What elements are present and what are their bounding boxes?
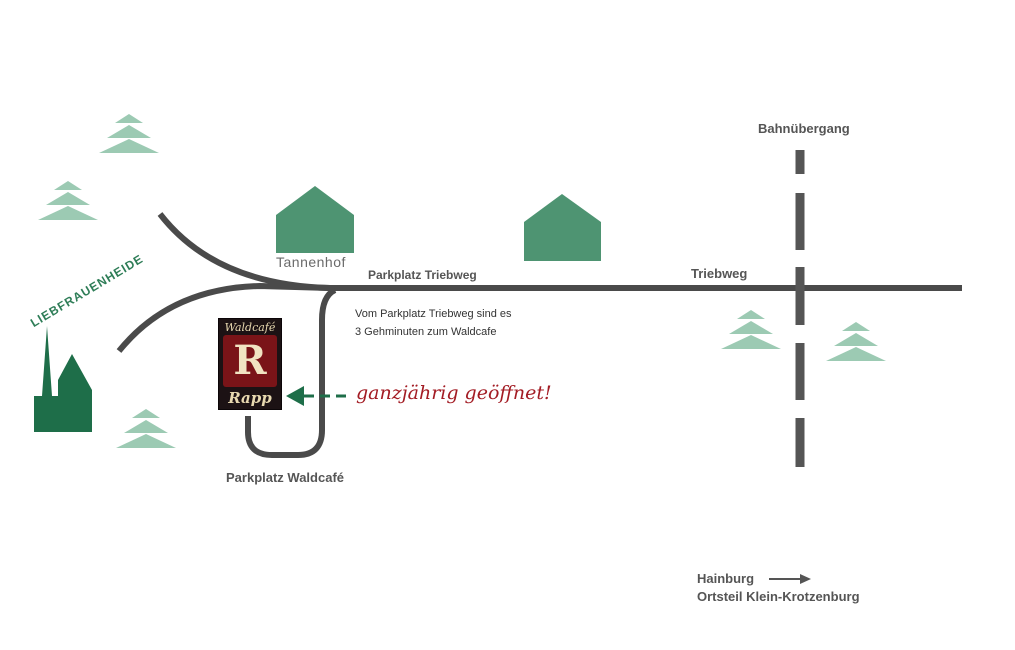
label-hainburg: Hainburg (697, 571, 755, 586)
tree-icon (116, 409, 176, 448)
tree-icon (721, 310, 781, 349)
road-liebfrauenheide (116, 282, 331, 353)
road-parkplatz-waldcafe (245, 287, 337, 458)
label-triebweg: Triebweg (691, 266, 748, 281)
house-icon (276, 186, 354, 253)
house-icon (524, 194, 601, 261)
waldcafe-rapp-logo: Waldcafé R Rapp (218, 318, 282, 410)
label-ortsteil: Ortsteil Klein-Krotzenburg (697, 589, 860, 604)
label-tannenhof: Tannenhof (276, 254, 346, 270)
label-parkplatz-triebweg: Parkplatz Triebweg (368, 268, 477, 282)
arrow-right-icon (769, 574, 811, 584)
logo-top-text: Waldcafé (224, 321, 276, 334)
label-parkplatz-waldcafe: Parkplatz Waldcafé (226, 470, 345, 485)
walk-note-line2: 3 Gehminuten zum Waldcafe (355, 326, 497, 338)
tree-icon (38, 181, 98, 220)
logo-bottom-text: Rapp (228, 389, 272, 407)
tree-icon (826, 322, 886, 361)
logo-letter: R (233, 337, 267, 384)
tree-icon (99, 114, 159, 153)
label-bahnuebergang: Bahnübergang (758, 121, 850, 136)
roads (116, 212, 962, 458)
walk-note-line1: Vom Parkplatz Triebweg sind es (355, 308, 512, 320)
church-icon (34, 326, 92, 432)
logo-letter-box: R (223, 335, 277, 387)
label-open-all-year: ganzjährig geöffnet! (356, 382, 552, 404)
arrow-left-icon (286, 386, 346, 406)
